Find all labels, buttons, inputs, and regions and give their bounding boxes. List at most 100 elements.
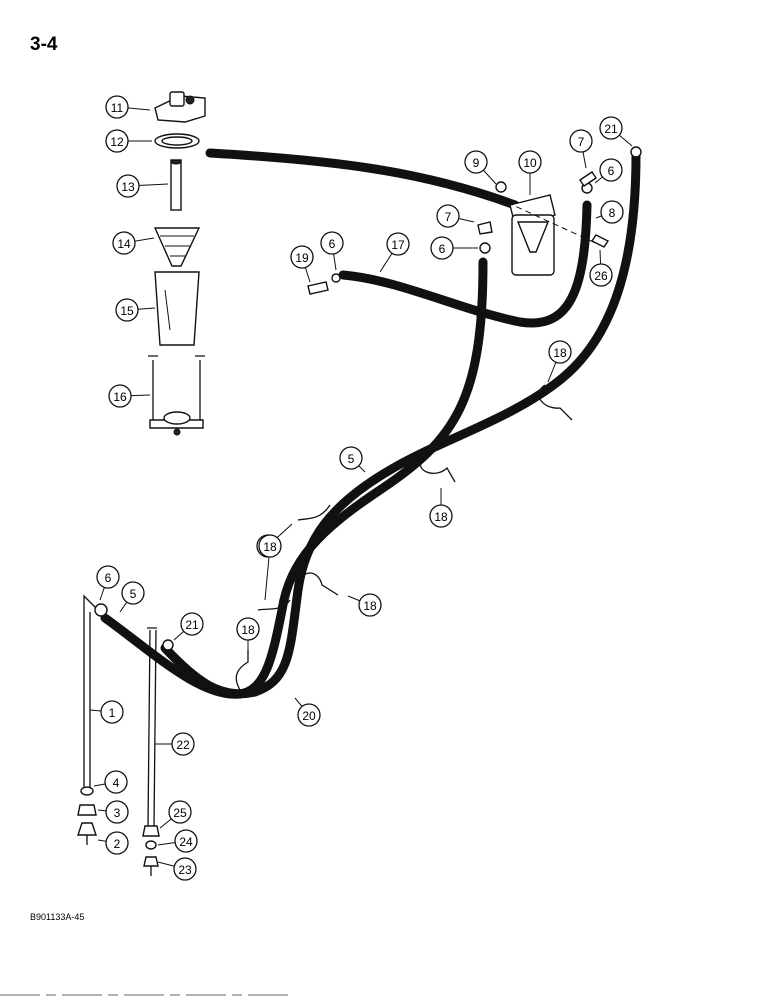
callout-4: 4 xyxy=(93,770,128,794)
callout-label: 2 xyxy=(114,837,121,851)
callout-circle xyxy=(464,150,488,174)
callout-label: 21 xyxy=(604,122,618,136)
callout-circle xyxy=(112,231,136,255)
callout-label: 25 xyxy=(173,806,187,820)
callout-circle xyxy=(258,534,282,558)
callout-16: 16 xyxy=(108,384,151,408)
callout-21: 21 xyxy=(599,116,633,147)
callout-circle xyxy=(168,800,192,824)
callout-24: 24 xyxy=(157,829,198,853)
hose-long-top xyxy=(205,148,520,210)
callout-circle xyxy=(589,263,613,287)
hose-21 xyxy=(160,150,641,699)
callout-label: 19 xyxy=(295,251,309,265)
callout-circle xyxy=(105,95,129,119)
callout-circle xyxy=(105,831,129,855)
callout-label: 10 xyxy=(523,156,537,170)
callout-7: 7 xyxy=(569,129,593,169)
bail-part xyxy=(148,355,205,436)
callout-circle xyxy=(436,204,460,228)
callout-label: 6 xyxy=(105,571,112,585)
callout-circle xyxy=(100,700,124,724)
callouts: 1112131415167910216786196172618518181818… xyxy=(89,95,633,881)
callout-label: 18 xyxy=(363,599,377,613)
callout-6: 6 xyxy=(320,231,344,271)
callout-circle xyxy=(236,617,260,641)
callout-5: 5 xyxy=(119,581,145,613)
callout-3: 3 xyxy=(97,800,129,824)
callout-circle xyxy=(600,200,624,224)
callout-10: 10 xyxy=(518,150,542,195)
callout-5: 5 xyxy=(339,446,366,473)
callout-circle xyxy=(173,857,197,881)
callout-18: 18 xyxy=(236,617,260,658)
callout-12: 12 xyxy=(105,129,152,153)
tube-part xyxy=(170,159,182,211)
callout-circle xyxy=(569,129,593,153)
fitting-19 xyxy=(307,273,341,295)
callout-label: 18 xyxy=(241,623,255,637)
callout-label: 21 xyxy=(185,618,199,632)
callout-8: 8 xyxy=(595,200,624,224)
callout-circle xyxy=(548,340,572,364)
callout-circle xyxy=(599,158,623,182)
callout-label: 18 xyxy=(434,510,448,524)
callout-6: 6 xyxy=(96,565,120,601)
callout-label: 24 xyxy=(179,835,193,849)
callout-13: 13 xyxy=(116,174,169,198)
hoses xyxy=(100,148,641,699)
tube-22 xyxy=(147,627,157,827)
callout-circle xyxy=(121,581,145,605)
callout-circle xyxy=(599,116,623,140)
callout-20: 20 xyxy=(294,697,321,727)
callout-25: 25 xyxy=(159,800,192,829)
filter-head-part xyxy=(154,91,206,123)
tube-1 xyxy=(83,594,101,788)
callout-label: 5 xyxy=(130,587,137,601)
callout-circle xyxy=(358,593,382,617)
callout-circle xyxy=(116,174,140,198)
callout-label: 3 xyxy=(114,806,121,820)
hose-17 xyxy=(338,200,592,328)
bowl-part xyxy=(154,271,200,346)
callout-label: 5 xyxy=(348,452,355,466)
clamps xyxy=(235,384,573,691)
callout-label: 11 xyxy=(111,101,124,115)
callout-label: 17 xyxy=(391,238,405,252)
filter-assembly xyxy=(477,146,642,276)
callout-label: 7 xyxy=(578,135,585,149)
callout-1: 1 xyxy=(89,700,124,724)
callout-circle xyxy=(174,829,198,853)
callout-14: 14 xyxy=(112,231,155,255)
callout-11: 11 xyxy=(105,95,151,119)
callout-circle xyxy=(171,732,195,756)
callout-circle xyxy=(430,236,454,260)
callout-circle xyxy=(105,800,129,824)
callout-17: 17 xyxy=(379,232,410,273)
callout-label: 12 xyxy=(110,135,124,149)
callout-circle xyxy=(518,150,542,174)
callout-circle xyxy=(180,612,204,636)
drawing-code: B901133A-45 xyxy=(30,912,85,922)
callout-circle xyxy=(320,231,344,255)
callout-label: 13 xyxy=(121,180,135,194)
callout-label: 6 xyxy=(439,242,446,256)
screen-part xyxy=(153,227,201,267)
bottom-fittings xyxy=(77,786,160,876)
callout-circle xyxy=(105,129,129,153)
callout-circle xyxy=(115,298,139,322)
callout-label: 22 xyxy=(176,738,190,752)
callout-label: 4 xyxy=(113,776,120,790)
callout-23: 23 xyxy=(157,857,197,881)
callout-label: 14 xyxy=(117,237,131,251)
callout-label: 16 xyxy=(113,390,127,404)
callout-label: 6 xyxy=(608,164,615,178)
callout-circle xyxy=(386,232,410,256)
callout-label: 1 xyxy=(109,706,116,720)
gasket-part xyxy=(154,133,200,149)
callout-6: 6 xyxy=(594,158,623,184)
callout-6: 6 xyxy=(430,236,478,260)
callout-label: 26 xyxy=(594,269,608,283)
callout-circle xyxy=(96,565,120,589)
